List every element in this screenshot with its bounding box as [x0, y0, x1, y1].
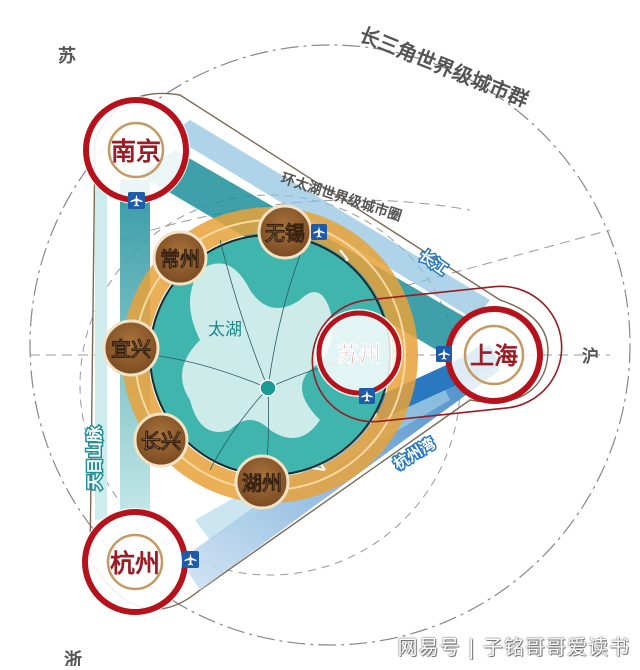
- airport-icon: [128, 192, 145, 209]
- watermark-source: 网易号: [397, 635, 461, 659]
- region-title-text: 长三角世界级城市群: [356, 22, 532, 112]
- city-badge-changzhou[interactable]: 常州: [152, 230, 208, 286]
- province-label-shanghai: 沪: [582, 346, 599, 367]
- city-label: 常州: [160, 247, 200, 271]
- city-label: 南京: [111, 137, 161, 166]
- city-badge-nanjing[interactable]: 南京: [82, 96, 190, 204]
- suzhou-shanghai-capsule: [311, 285, 563, 423]
- city-label: 湖州: [242, 471, 282, 495]
- airport-icon: [436, 346, 452, 362]
- city-label: 无锡: [265, 221, 305, 245]
- outer-dashed-circle: [29, 44, 631, 646]
- city-badge-changxing[interactable]: 长兴: [133, 412, 189, 468]
- watermark-author: 子铭哥哥爱读书: [483, 635, 630, 659]
- city-badge-yixing[interactable]: 宜兴: [102, 319, 160, 377]
- city-badge-suzhou[interactable]: 苏州: [315, 309, 403, 397]
- city-badge-huzhou[interactable]: 湖州: [234, 454, 290, 510]
- city-label: 宜兴: [111, 337, 151, 361]
- region-title: 长三角世界级城市群: [356, 22, 532, 112]
- province-label-zhejiang: 浙: [64, 649, 82, 666]
- watermark-separator: |: [467, 635, 476, 659]
- province-label-jiangsu: 苏: [58, 45, 76, 67]
- airport-icon: [359, 388, 375, 404]
- airport-icon: [311, 224, 327, 240]
- lake-label: 太湖: [208, 320, 242, 340]
- city-label: 苏州: [337, 342, 381, 368]
- city-label: 杭州: [110, 549, 160, 578]
- city-badge-shanghai[interactable]: 上海: [445, 306, 543, 404]
- city-badge-hangzhou[interactable]: 杭州: [81, 508, 189, 616]
- airport-icon: [182, 551, 199, 568]
- city-label: 长兴: [141, 429, 181, 453]
- city-badge-wuxi[interactable]: 无锡: [257, 204, 313, 260]
- city-label: 上海: [470, 342, 518, 370]
- watermark: 网易号 | 子铭哥哥爱读书: [398, 631, 630, 660]
- tianmu-mountains-label: 天目山脉: [85, 425, 104, 490]
